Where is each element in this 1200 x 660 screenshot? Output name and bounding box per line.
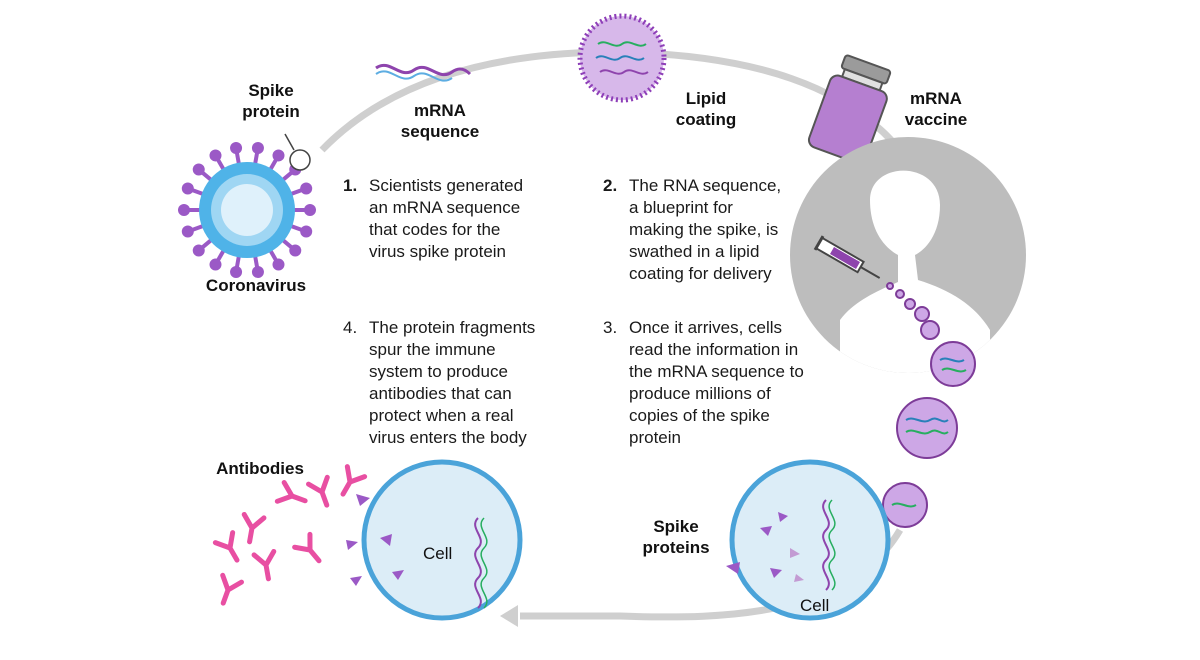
step-2-line: making the spike, is [629,220,779,239]
spike-head [181,182,194,195]
person-silhouette-icon [790,137,1026,373]
lipid-particle-icon [577,13,667,103]
spike-head [289,244,302,257]
cell-icon-left [346,459,523,621]
spike-head [209,258,222,271]
label-lipid-coating: Lipid coating [675,89,737,129]
spike-head [300,225,313,238]
spike-head [192,163,205,176]
step-4-line: antibodies that can [369,384,512,403]
label-cell-left: Cell [423,544,453,563]
step-4-line: system to produce [369,362,508,381]
spike-head [251,266,264,279]
step-1-number: 1. [343,176,358,195]
step-3-line: produce millions of [629,384,771,403]
spike-head [272,258,285,271]
step-4-number: 4. [343,318,358,337]
step-4-line: virus enters the body [369,428,527,447]
step-1-line: Scientists generated [369,176,524,195]
label-coronavirus: Coronavirus [205,276,307,295]
mrna-strand-icon [375,64,472,82]
step-1-line: virus spike protein [369,242,507,261]
step-4-line: protect when a real [369,406,514,425]
spike-head [178,204,190,216]
syringe-icon [813,235,881,279]
step-2-number: 2. [603,176,618,195]
step-1: 1. Scientists generated an mRNA sequence… [343,175,583,263]
step-2-line: coating for delivery [629,264,772,283]
step-4-line: The protein fragments [369,318,536,337]
label-mrna-sequence: mRNA sequence [400,101,480,141]
label-antibodies: Antibodies [216,459,304,478]
step-4-line: spur the immune [369,340,496,359]
step-4: 4. The protein fragments spur the immune… [343,317,593,449]
cell-icon-right [726,459,891,621]
step-3-line: copies of the spike [629,406,770,425]
step-3-line: protein [629,428,681,447]
antibody-icon-group [212,464,368,606]
step-3-line: the mRNA sequence to [629,362,804,381]
spike-head [192,244,205,257]
spike-head [251,141,264,154]
step-3-line: read the information in [629,340,799,359]
label-mrna-vaccine: mRNA vaccine [904,89,968,129]
spike-head [230,266,243,279]
vaccine-vial-icon [807,54,892,164]
spike-head [300,182,313,195]
spike-head [181,225,194,238]
step-1-line: that codes for the [369,220,501,239]
coronavirus-icon [178,133,316,279]
label-spike-protein: Spike protein [242,81,300,121]
step-2: 2. The RNA sequence, a blueprint for mak… [603,175,843,285]
step-3-number: 3. [603,318,618,337]
step-3: 3. Once it arrives, cells read the infor… [603,317,853,449]
label-cell-right: Cell [800,596,830,615]
particle-trail [882,282,976,528]
step-3-line: Once it arrives, cells [629,318,783,337]
spike-head [272,149,285,162]
spike-head [304,204,316,216]
step-1-line: an mRNA sequence [369,198,521,217]
label-spike-proteins: Spike proteins [642,517,710,557]
step-2-line: The RNA sequence, [629,176,782,195]
step-2-line: swathed in a lipid [629,242,760,261]
cycle-arrowhead [500,605,518,627]
spike-head [230,141,243,154]
spike-head [209,149,222,162]
step-2-line: a blueprint for [629,198,733,217]
